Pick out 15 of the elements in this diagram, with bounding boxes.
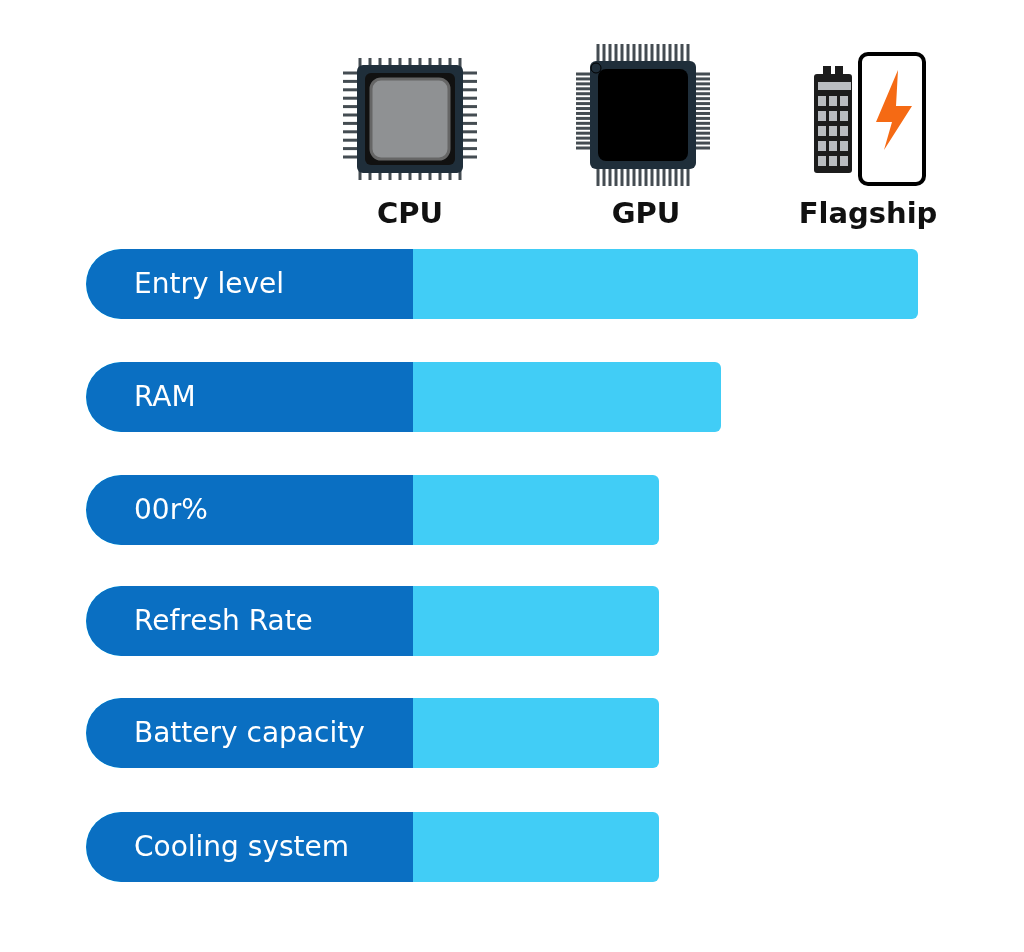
bar-label: RAM xyxy=(86,362,413,432)
bar xyxy=(86,812,659,882)
bar-label: Refresh Rate xyxy=(86,586,413,656)
bar-label: Entry level xyxy=(86,249,413,319)
bar-label: Battery capacity xyxy=(86,698,413,768)
column-label: Flagship xyxy=(798,196,938,230)
column-label: GPU xyxy=(611,196,681,230)
bar-label: Cooling system xyxy=(86,812,413,882)
bar xyxy=(86,698,659,768)
bar xyxy=(86,362,721,432)
bar xyxy=(86,475,659,545)
bar xyxy=(86,586,659,656)
bar-label: 00r% xyxy=(86,475,413,545)
column-label: CPU xyxy=(376,196,444,230)
bar xyxy=(86,249,918,319)
